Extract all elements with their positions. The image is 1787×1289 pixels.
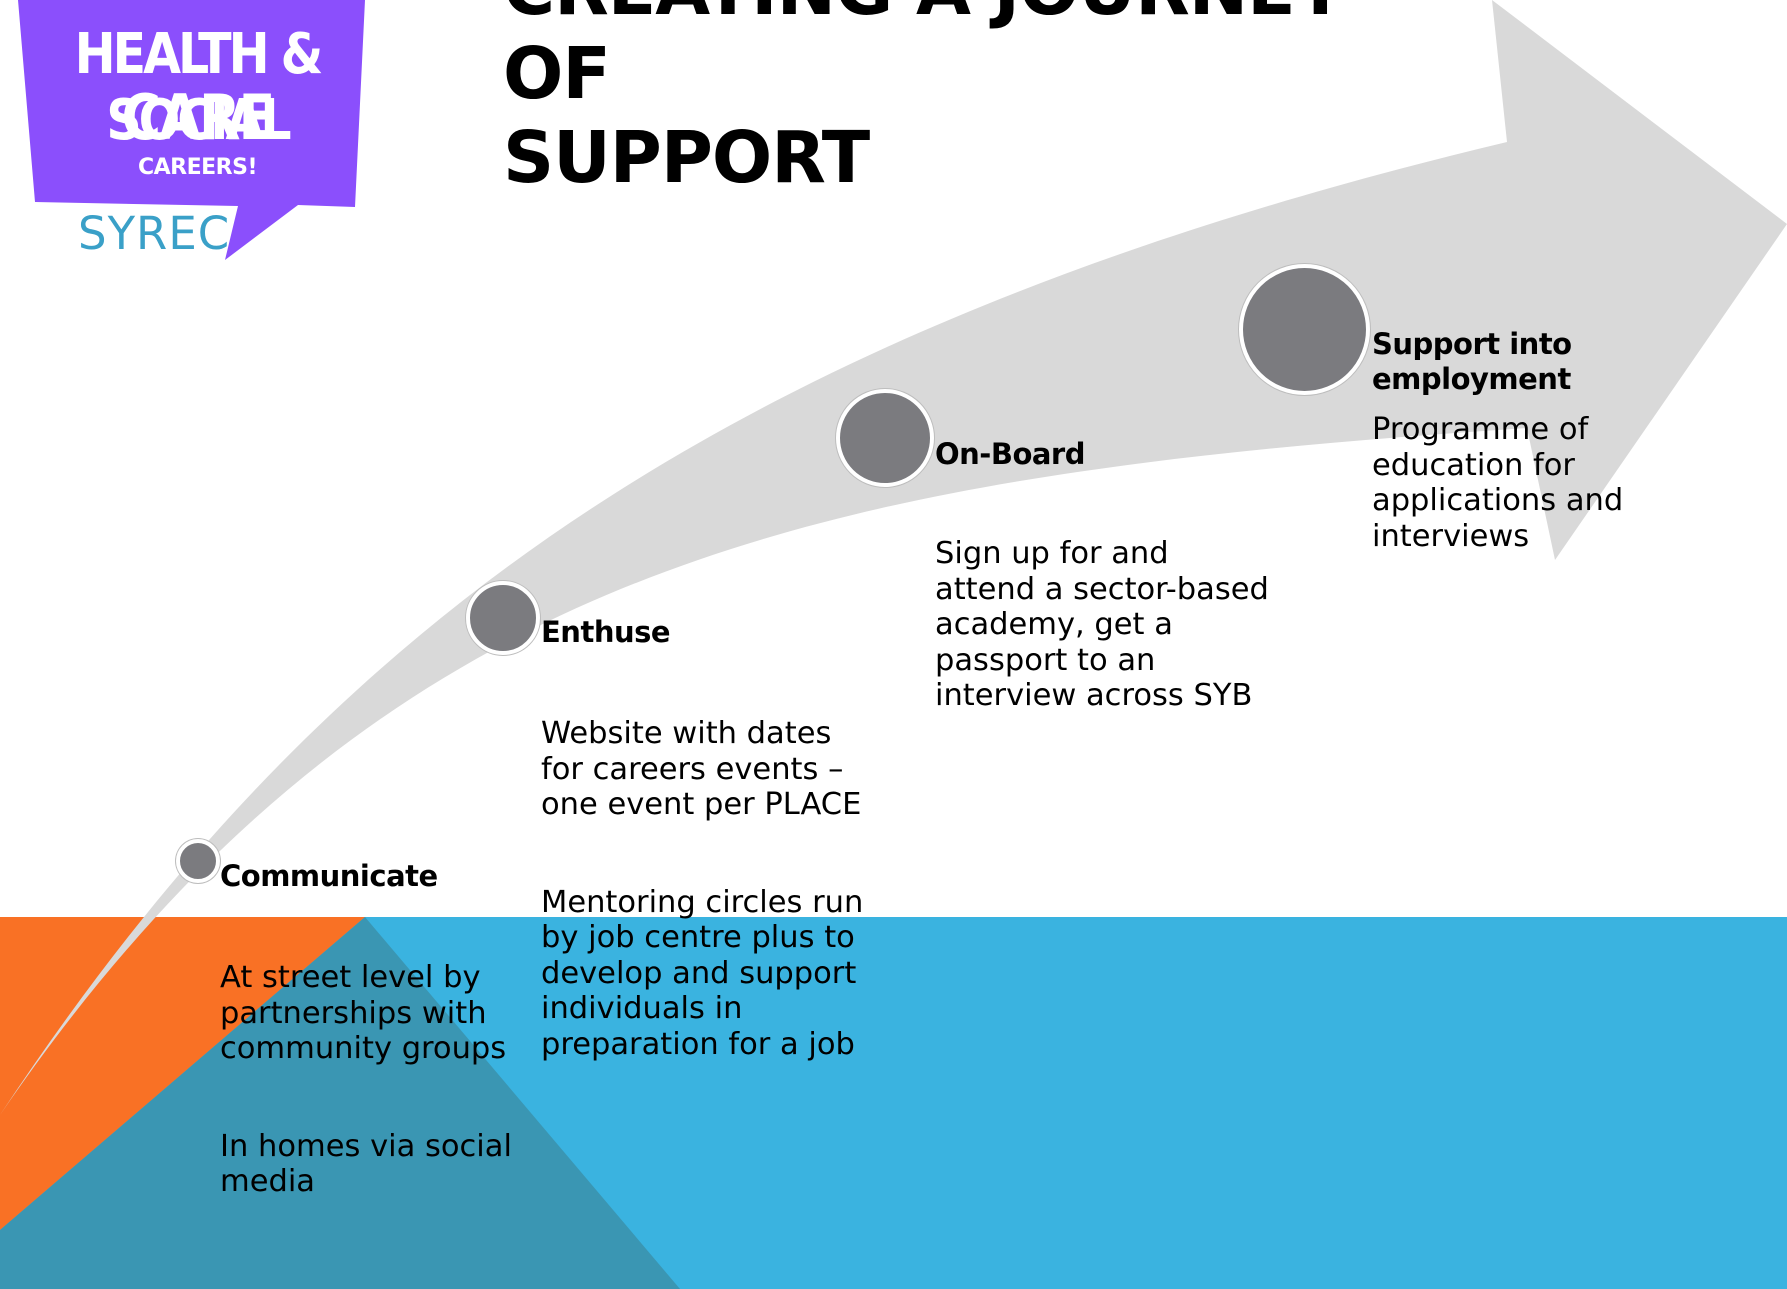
stage-text-enthuse: Website with dates for careers events – … (541, 716, 876, 1062)
title-line-1: CREATING A JOURNEY OF (503, 0, 1346, 115)
stage-heading-support: Support into employment (1372, 327, 1572, 396)
stage-paragraph: Mentoring circles run by job centre plus… (541, 884, 864, 1062)
logo-line-1: HEALTH & SOCIAL (74, 21, 324, 153)
teal-triangle (0, 917, 680, 1289)
logo-subtitle: SYREC (78, 207, 231, 260)
stage-heading-on-board: On-Board (935, 437, 1086, 471)
stage-paragraph: Programme of education for applications … (1372, 412, 1624, 554)
logo-speech-bubble (18, 0, 365, 260)
stage-paragraph: Sign up for and attend a sector-based ac… (935, 536, 1269, 713)
stage-text-on-board: Sign up for and attend a sector-based ac… (935, 536, 1275, 714)
logo-line-2: CARE (121, 81, 276, 154)
page-title: CREATING A JOURNEY OF SUPPORT (503, 0, 1403, 200)
stage-marker-on-board (836, 389, 934, 487)
stage-paragraph: In homes via social media (220, 1128, 512, 1200)
stage-text-communicate: At street level by partnerships with com… (220, 960, 520, 1200)
stage-marker-enthuse (466, 581, 540, 655)
stage-marker-support (1239, 264, 1370, 395)
logo-line-3: CAREERS! (138, 155, 258, 180)
stage-marker-communicate (176, 839, 220, 883)
title-line-2: SUPPORT (503, 116, 870, 199)
stage-paragraph: At street level by partnerships with com… (220, 960, 507, 1066)
stage-paragraph: Website with dates for careers events – … (541, 716, 862, 822)
stage-heading-enthuse: Enthuse (541, 615, 671, 649)
stage-heading-communicate: Communicate (220, 859, 438, 893)
stage-text-support: Programme of education for applications … (1372, 412, 1637, 554)
